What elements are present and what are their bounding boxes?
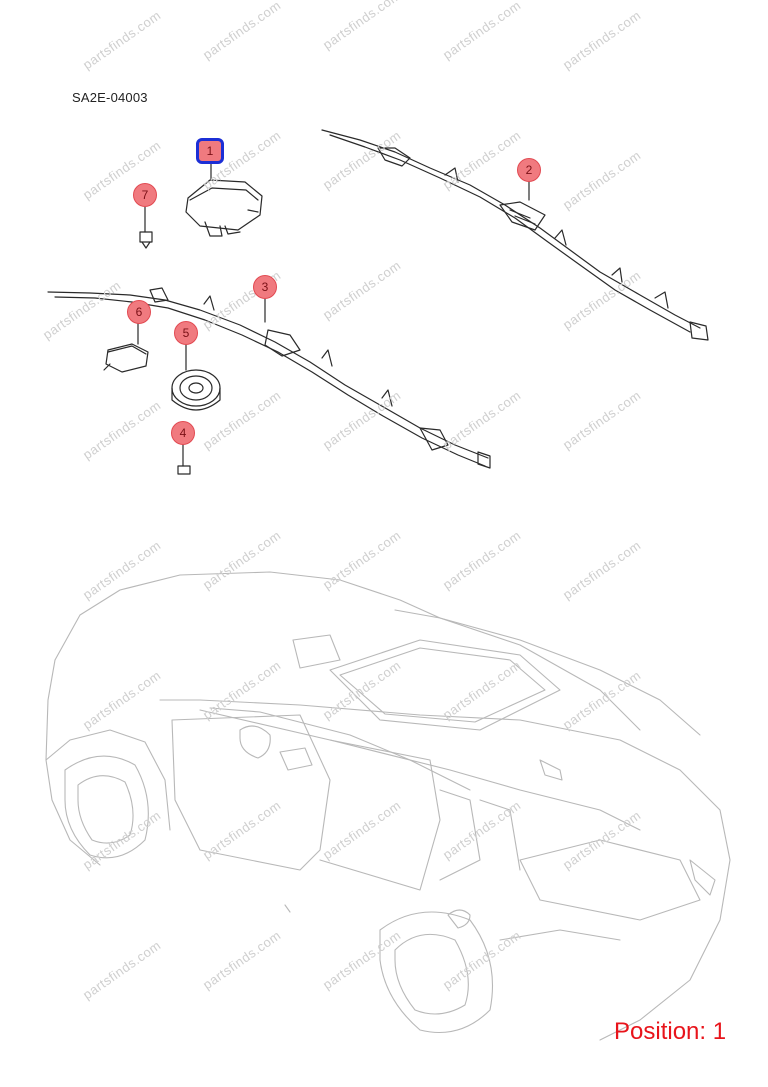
clock-spring-5	[171, 343, 221, 411]
callout-1[interactable]: 1	[196, 138, 224, 164]
callout-7[interactable]: 7	[133, 183, 157, 207]
callout-3[interactable]: 3	[253, 275, 277, 299]
callout-4[interactable]: 4	[171, 421, 195, 445]
vehicle-outline	[45, 571, 731, 1041]
bolt-7	[139, 206, 153, 249]
curtain-airbag-right	[321, 129, 709, 341]
position-label: Position: 1	[614, 1018, 727, 1045]
callout-2[interactable]: 2	[517, 158, 541, 182]
diagram-code: SA2E-04003	[72, 90, 148, 105]
airbag-module-1	[185, 163, 263, 237]
callout-6[interactable]: 6	[127, 300, 151, 324]
sensor-module-6	[103, 319, 149, 373]
callout-5[interactable]: 5	[174, 321, 198, 345]
bolt-4	[177, 443, 191, 475]
curtain-airbag-left	[47, 287, 491, 469]
